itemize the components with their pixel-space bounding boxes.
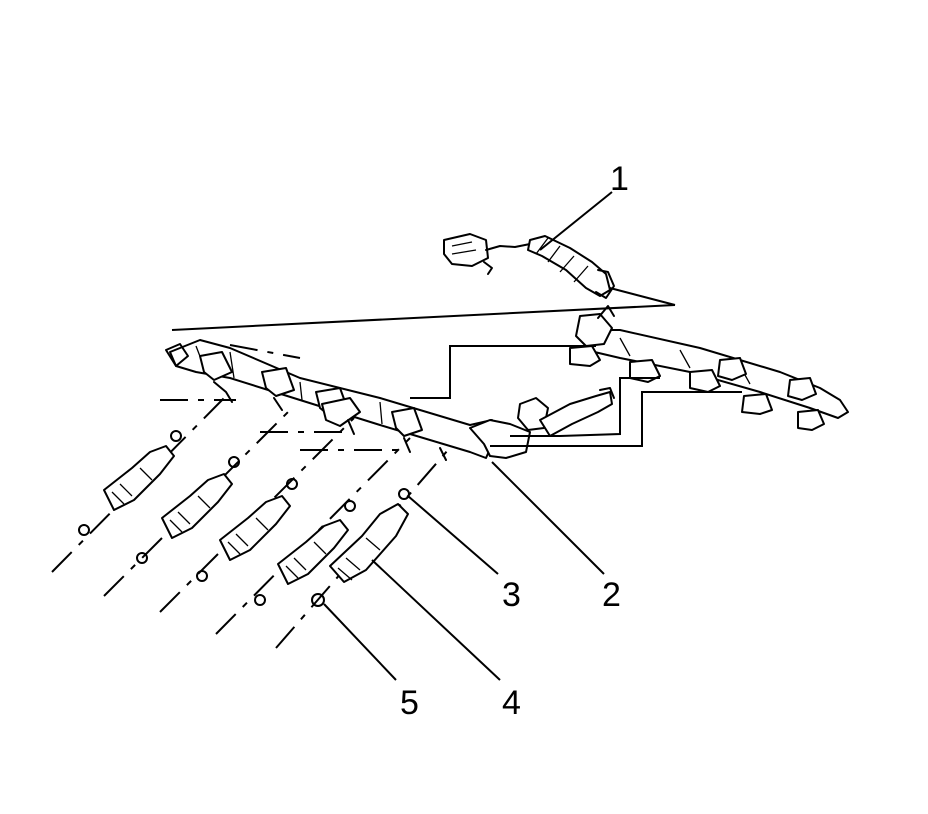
callout-3-leader bbox=[407, 495, 499, 575]
callout-3-label: 3 bbox=[502, 576, 521, 614]
fuel-rail bbox=[165, 339, 615, 461]
fuel-injector-3 bbox=[159, 417, 355, 613]
fuel-injector-4 bbox=[215, 437, 411, 635]
callout-4-leader bbox=[371, 559, 501, 681]
rail-harness-right bbox=[569, 305, 849, 431]
callout-1-leader bbox=[539, 191, 613, 251]
callout-4-label: 4 bbox=[502, 684, 521, 722]
callout-5-leader bbox=[323, 603, 397, 681]
fuel-injector-1 bbox=[51, 391, 231, 573]
wiring-harness-conduit bbox=[527, 235, 615, 299]
callout-2-leader bbox=[491, 461, 605, 575]
callout-1-label: 1 bbox=[610, 160, 629, 198]
wiring-harness-connector bbox=[443, 233, 531, 275]
fuel-injector-2 bbox=[103, 409, 291, 597]
callout-2-label: 2 bbox=[602, 576, 621, 614]
fuel-injector-5 bbox=[275, 449, 449, 649]
callout-5-label: 5 bbox=[400, 684, 419, 722]
